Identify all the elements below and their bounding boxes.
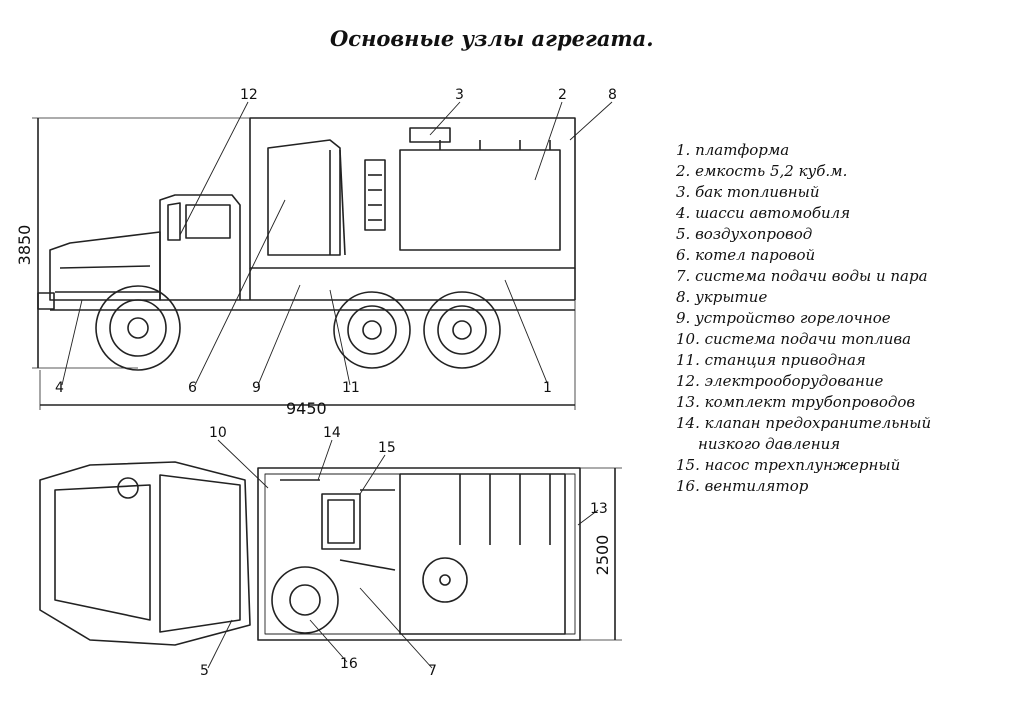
callout-9: 9 [252,380,261,396]
fan [271,566,339,634]
legend-item: 2. емкость 5,2 куб.м. [676,162,848,180]
cab-top [39,461,251,646]
legend-item-continuation: низкого давления [698,435,841,453]
tank-hatch [422,557,468,603]
callout-2: 2 [558,87,567,103]
legend: 1. платформа 2. емкость 5,2 куб.м. 3. ба… [676,140,931,497]
dimension-height: 3850 [15,225,34,266]
legend-item: 6. котел паровой [676,246,816,264]
cab-outline [159,194,241,301]
callout-13: 13 [590,501,608,517]
legend-item: 1. платформа [676,141,790,159]
callout-8: 8 [608,87,617,103]
legend-item: 3. бак топливный [676,183,820,201]
legend-item: 13. комплект трубопроводов [676,393,916,411]
callout-3: 3 [455,87,464,103]
legend-item: 15. насос трехплунжерный [676,456,901,474]
legend-item: 16. вентилятор [676,477,809,495]
dimension-length: 9450 [286,399,327,418]
callout-6: 6 [188,380,197,396]
legend-item: 10. система подачи топлива [676,330,912,348]
callout-16: 16 [340,656,358,672]
water-tank [399,149,561,251]
legend-item: 9. устройство горелочное [676,309,891,327]
callout-1: 1 [543,380,552,396]
legend-item: 12. электрооборудование [676,372,884,390]
callout-15: 15 [378,440,396,456]
pump [321,493,361,550]
rear-wheel [423,291,501,369]
legend-item: 5. воздухопровод [676,225,813,243]
top-view [39,461,622,646]
legend-item: 4. шасси автомобиля [676,204,851,222]
body-box [249,117,576,269]
dimension-width: 2500 [593,535,612,576]
callout-11: 11 [342,380,360,396]
fuel-tank [409,127,451,143]
callout-14: 14 [323,425,341,441]
legend-item: 7. система подачи воды и пара [676,267,928,285]
diagram-title: Основные узлы агрегата. [330,26,654,51]
front-wheel [95,285,181,371]
callout-4: 4 [55,380,64,396]
tank-top [399,473,566,635]
body-top [257,467,581,641]
middle-wheel [333,291,411,369]
callout-12: 12 [240,87,258,103]
legend-item: 14. клапан предохранительный [676,414,932,432]
legend-item: 11. станция приводная [676,351,866,369]
callout-5: 5 [200,663,209,679]
legend-item: 8. укрытие [676,288,768,306]
callout-10: 10 [209,425,227,441]
boiler [267,139,341,256]
callout-7: 7 [428,663,437,679]
side-view [32,117,576,410]
